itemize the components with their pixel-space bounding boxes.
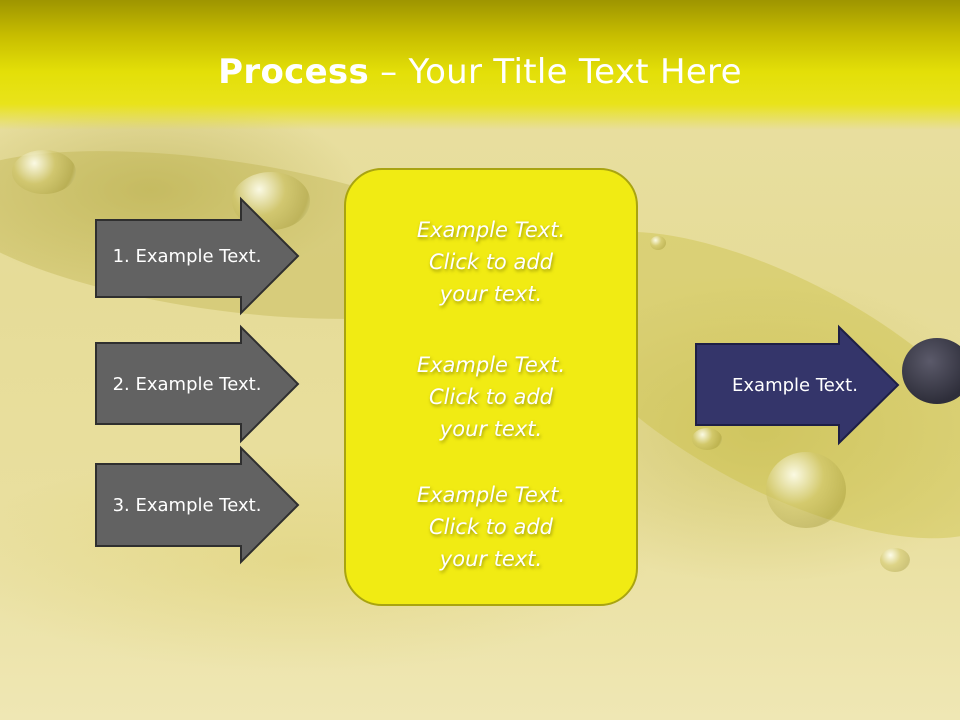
water-drop: [12, 150, 76, 194]
water-drop: [902, 338, 960, 404]
arrow-shape: [95, 445, 300, 565]
arrow-shape: [95, 196, 300, 316]
center-text-block-2: Example Text. Click to add your text.: [346, 349, 636, 445]
step-label: 3. Example Text.: [112, 494, 262, 516]
center-text-line: your text.: [439, 282, 543, 306]
center-text-line: Click to add: [428, 515, 553, 539]
step-arrow-1[interactable]: 1. Example Text.: [95, 196, 300, 316]
center-text-line: your text.: [439, 417, 543, 441]
arrow-shape: [695, 324, 900, 446]
step-arrow-3[interactable]: 3. Example Text.: [95, 445, 300, 565]
center-text-line: Example Text.: [416, 218, 566, 242]
center-text-block-3: Example Text. Click to add your text.: [346, 479, 636, 575]
center-text-line: Example Text.: [416, 483, 566, 507]
center-text-block-1: Example Text. Click to add your text.: [346, 214, 636, 310]
arrow-shape: [95, 324, 300, 444]
output-arrow[interactable]: Example Text.: [695, 324, 900, 446]
center-text-line: Example Text.: [416, 353, 566, 377]
water-drop: [692, 428, 722, 450]
title-band: [0, 0, 960, 130]
title-text: – Your Title Text Here: [369, 52, 742, 92]
output-label: Example Text.: [732, 374, 858, 396]
step-arrow-2[interactable]: 2. Example Text.: [95, 324, 300, 444]
center-text-line: Click to add: [428, 385, 553, 409]
slide-title[interactable]: Process – Your Title Text Here: [0, 52, 960, 92]
water-drop: [880, 548, 910, 572]
step-label: 1. Example Text.: [112, 245, 262, 267]
water-drop: [650, 236, 666, 250]
step-label: 2. Example Text.: [112, 373, 262, 395]
water-drop: [766, 452, 846, 528]
center-text-line: your text.: [439, 547, 543, 571]
center-text-box[interactable]: Example Text. Click to add your text. Ex…: [344, 168, 638, 606]
center-text-line: Click to add: [428, 250, 553, 274]
title-keyword: Process: [218, 52, 370, 92]
